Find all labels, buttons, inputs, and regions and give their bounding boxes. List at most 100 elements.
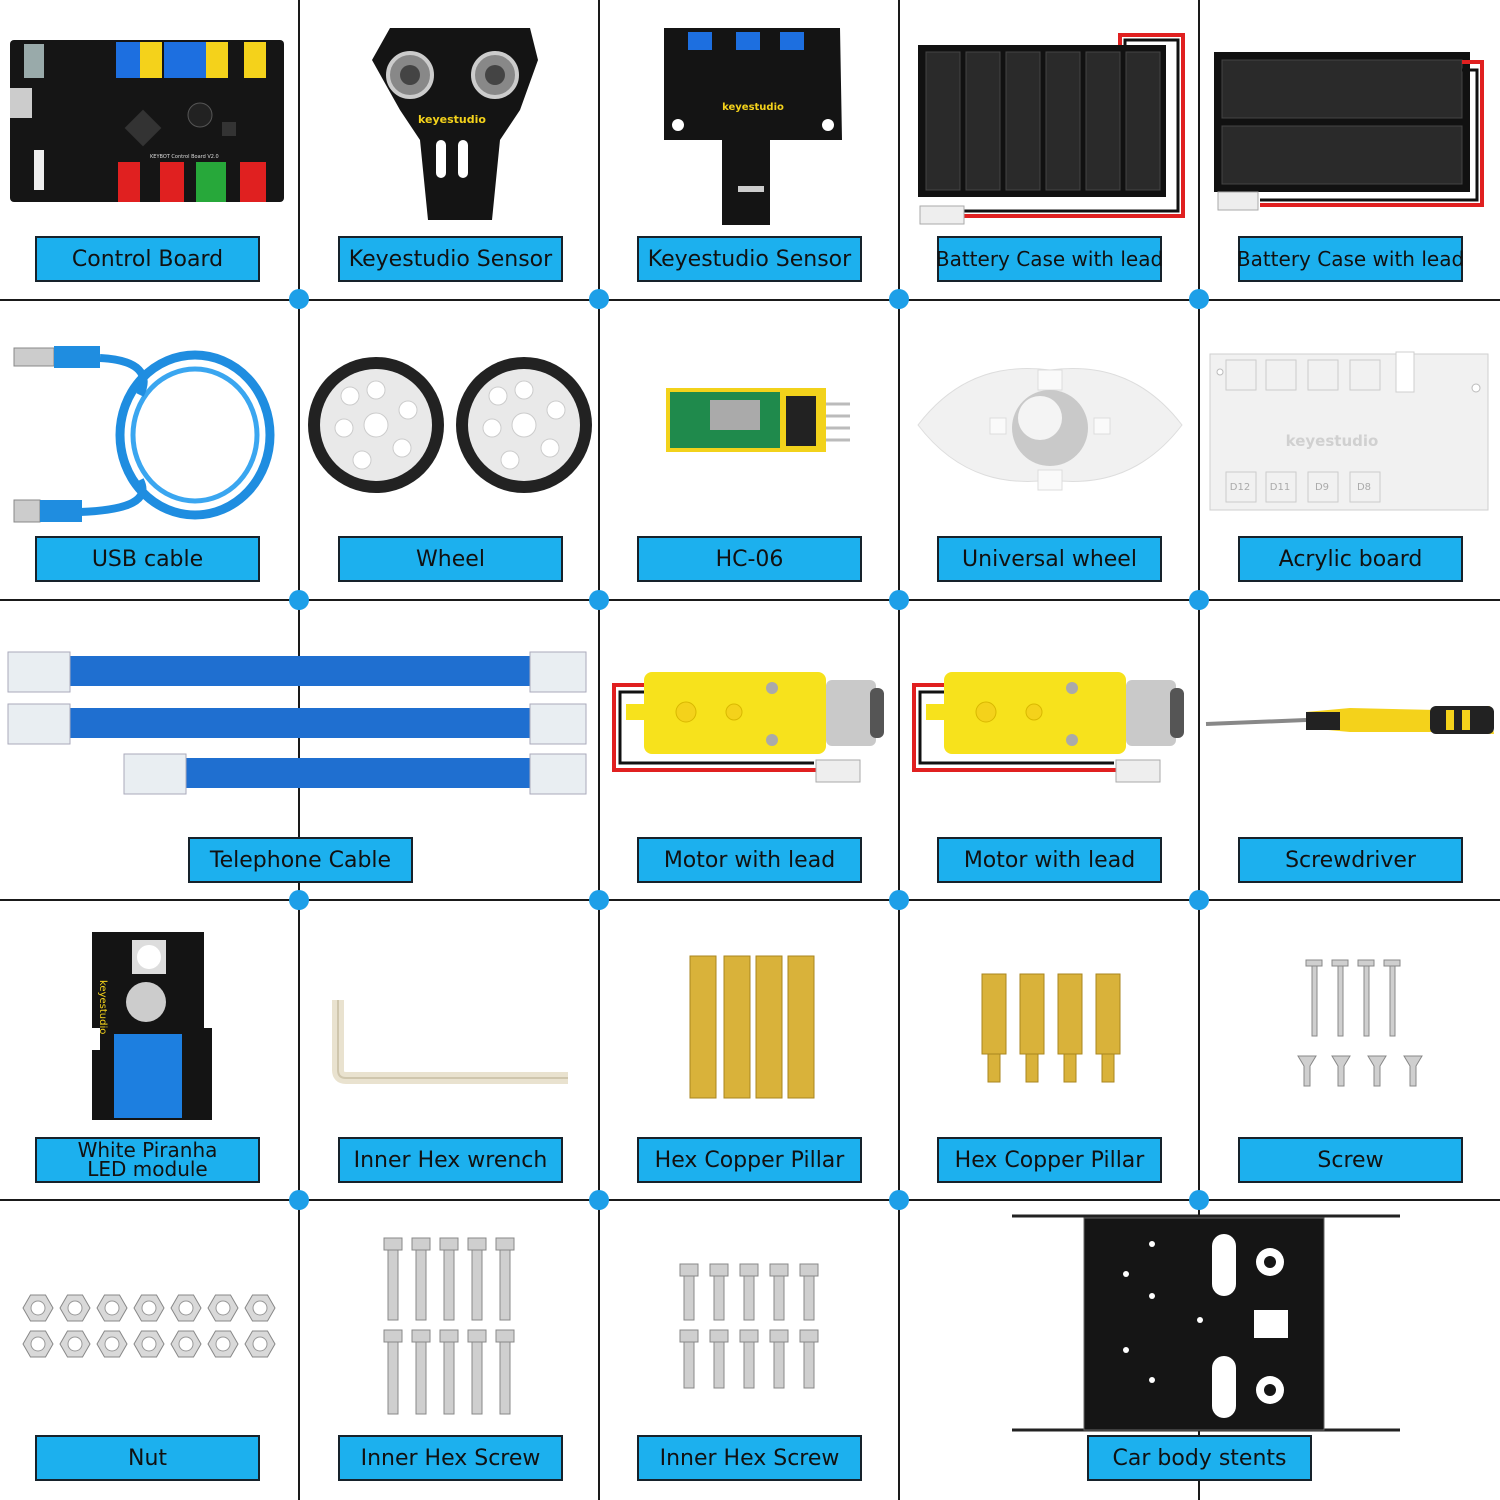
usb-cable-image: [13, 346, 275, 523]
item-label: Motor with lead: [637, 837, 862, 883]
item-universal-wheel: Universal wheel: [900, 300, 1200, 600]
item-label: Screwdriver: [1238, 837, 1463, 883]
item-label: Universal wheel: [937, 536, 1162, 582]
grid-dot: [1189, 890, 1209, 910]
nut: [244, 1294, 276, 1322]
grid-dot: [1189, 1190, 1209, 1210]
grid-dot: [289, 890, 309, 910]
telephone-cable-image: [7, 651, 587, 795]
motor-image: [612, 672, 884, 783]
car-body-image: [1012, 1214, 1400, 1432]
item-hex-wrench: Inner Hex wrench: [300, 900, 600, 1200]
item-ultrasonic-sensor: keyestudio Keyestudio Sensor: [300, 0, 600, 300]
item-motor-with-lead-1: Motor with lead: [600, 600, 900, 900]
board-title-text: KEYBOT Control Board V2.0: [150, 154, 219, 160]
line-tracking-sensor-image: keyestudio: [664, 28, 842, 225]
inner-hex-screw-image: [383, 1237, 515, 1415]
brand-text: keyestudio: [97, 980, 108, 1034]
item-label: HC-06: [637, 536, 862, 582]
grid-dot: [289, 590, 309, 610]
item-label: Keyestudio Sensor: [338, 236, 563, 282]
item-inner-hex-screw-short: Inner Hex Screw: [600, 1200, 900, 1500]
nut: [96, 1330, 128, 1358]
item-label: Wheel: [338, 536, 563, 582]
acrylic-board-image: D12 D11 D9 D8 keyestudio: [1209, 351, 1489, 511]
item-label-line: White Piranha: [77, 1138, 218, 1162]
svg-text:D9: D9: [1315, 482, 1329, 493]
grid-dot: [889, 590, 909, 610]
item-label: Keyestudio Sensor: [637, 236, 862, 282]
grid-dot: [589, 590, 609, 610]
svg-text:D8: D8: [1357, 482, 1371, 493]
grid-dot: [889, 1190, 909, 1210]
grid-divider: [598, 0, 600, 1500]
universal-wheel-image: [917, 368, 1183, 491]
item-label: Battery Case with lead: [936, 236, 1163, 282]
item-battery-case-2: Battery Case with lead: [1200, 0, 1500, 300]
control-board-image: KEYBOT Control Board V2.0: [10, 40, 284, 202]
nut: [244, 1330, 276, 1358]
motor-image: [912, 672, 1184, 783]
item-label: Nut: [35, 1435, 260, 1481]
item-screw: Screw: [1200, 900, 1500, 1200]
item-label: Hex Copper Pillar: [937, 1137, 1162, 1183]
nut: [133, 1294, 165, 1322]
grid-dot: [589, 890, 609, 910]
item-usb-cable: USB cable: [0, 300, 300, 600]
item-label-line: LED module: [87, 1157, 208, 1181]
nut: [96, 1294, 128, 1322]
grid-dot: [889, 289, 909, 309]
item-line-tracking-sensor: keyestudio Keyestudio Sensor: [600, 0, 900, 300]
battery-case-image: [1214, 52, 1484, 211]
item-hex-pillar-long: Hex Copper Pillar: [600, 900, 900, 1200]
svg-text:D12: D12: [1230, 482, 1250, 493]
item-label: USB cable: [35, 536, 260, 582]
brand-text: keyestudio: [1286, 432, 1379, 450]
grid-divider: [1198, 0, 1200, 300]
item-label: Motor with lead: [937, 837, 1162, 883]
item-wheel: Wheel: [300, 300, 600, 600]
grid-divider: [0, 1199, 1500, 1201]
screwdriver-image: [1205, 706, 1494, 734]
item-battery-case-6: Battery Case with lead: [900, 0, 1200, 300]
item-screwdriver: Screwdriver: [1200, 600, 1500, 900]
grid-dot: [589, 1190, 609, 1210]
item-label: White Piranha LED module: [35, 1137, 260, 1183]
nut: [207, 1294, 239, 1322]
ultrasonic-sensor-image: keyestudio: [372, 28, 538, 220]
nut: [22, 1330, 54, 1358]
item-nut: Nut: [0, 1200, 300, 1500]
nut-image: [22, 1294, 276, 1358]
item-motor-with-lead-2: Motor with lead: [900, 600, 1200, 900]
item-label: Car body stents: [1087, 1435, 1312, 1481]
item-telephone-cable: Telephone Cable: [0, 600, 598, 900]
grid-divider: [898, 0, 900, 1500]
item-label: Hex Copper Pillar: [637, 1137, 862, 1183]
grid-divider: [0, 899, 1500, 901]
item-label: Inner Hex wrench: [338, 1137, 563, 1183]
item-acrylic-board: D12 D11 D9 D8 keyestudio Acrylic board: [1200, 300, 1500, 600]
grid-dot: [289, 1190, 309, 1210]
item-label: Battery Case with lead: [1237, 236, 1464, 282]
nut: [59, 1330, 91, 1358]
grid-divider: [298, 0, 300, 1500]
led-module-image: keyestudio: [92, 932, 212, 1120]
grid-dot: [889, 890, 909, 910]
brand-text: keyestudio: [418, 113, 486, 126]
wheel-image: [308, 357, 592, 493]
grid-divider: [1198, 600, 1200, 1500]
item-led-module: keyestudio White Piranha LED module: [0, 900, 300, 1200]
battery-case-image: [918, 33, 1185, 225]
item-label: Control Board: [35, 236, 260, 282]
grid-divider: [0, 599, 1500, 601]
grid-divider: [0, 299, 1500, 301]
hex-pillar-image: [981, 973, 1121, 1083]
svg-text:D11: D11: [1270, 482, 1290, 493]
brand-text: keyestudio: [722, 102, 784, 113]
item-label: Inner Hex Screw: [338, 1435, 563, 1481]
item-label: Screw: [1238, 1137, 1463, 1183]
item-control-board: KEYBOT Control Board V2.0 Control Board: [0, 0, 300, 300]
item-label: Inner Hex Screw: [637, 1435, 862, 1481]
grid-dot: [1189, 289, 1209, 309]
nut: [59, 1294, 91, 1322]
